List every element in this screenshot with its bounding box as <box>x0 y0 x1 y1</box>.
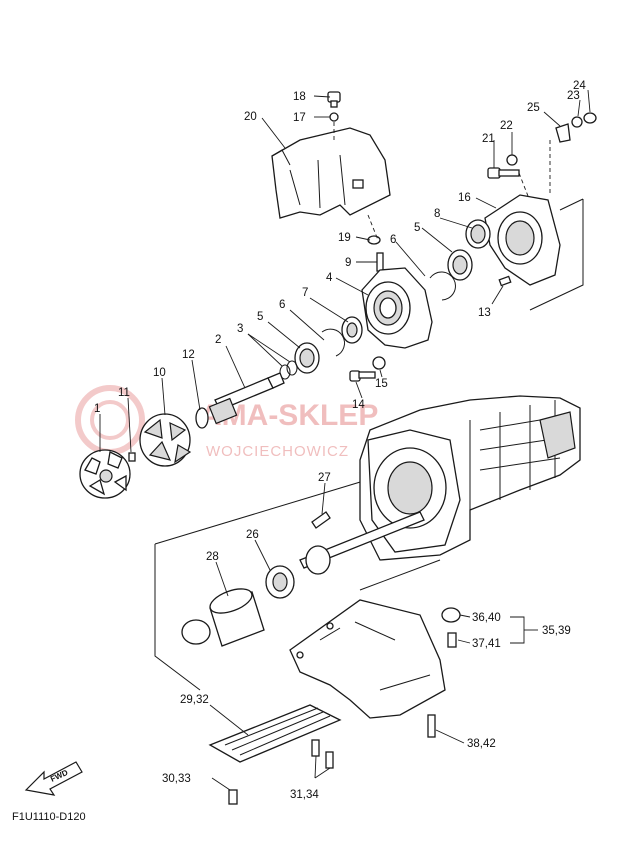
callout-5-upper: 5 <box>414 222 420 234</box>
part-13-pin <box>498 275 512 287</box>
part-6-circlip-upper <box>429 271 456 301</box>
callout-25: 25 <box>527 102 540 114</box>
part-7-seal <box>341 316 363 344</box>
part-26-sleeve <box>265 565 295 599</box>
callout-14: 14 <box>352 399 365 411</box>
callout-29-32: 29,32 <box>180 694 209 706</box>
part-1-damper <box>79 449 131 499</box>
assembly-line-21 <box>518 172 529 197</box>
callout-16: 16 <box>458 192 471 204</box>
callout-13: 13 <box>478 307 491 319</box>
part-5-bearing-lower <box>294 342 320 374</box>
watermark-line2: WOJCIECHOWICZ <box>206 443 349 460</box>
diagram-code: F1U1110-D120 <box>12 811 86 823</box>
part-36-40-washer <box>441 607 461 623</box>
part-25-bracket <box>555 123 571 143</box>
callout-labels: 18 17 20 19 9 4 6 5 8 16 21 22 25 23 24 … <box>94 80 586 801</box>
part-37-41-bolt <box>447 632 457 648</box>
part-16-front-housing <box>484 194 561 286</box>
part-6-circlip-lower <box>321 328 345 357</box>
part-23-washer <box>571 116 583 128</box>
part-15-washer <box>372 356 386 370</box>
callout-3: 3 <box>237 323 243 335</box>
part-30-33-screw <box>228 789 238 805</box>
part-10-coupler-flange <box>139 413 192 467</box>
callout-28: 28 <box>206 551 219 563</box>
part-28-hose <box>209 588 265 647</box>
callout-38-42: 38,42 <box>467 738 496 750</box>
callout-12: 12 <box>182 349 195 361</box>
ride-plate-bracket <box>289 599 446 719</box>
callout-26: 26 <box>246 529 259 541</box>
upper-assembly-outline <box>529 198 584 311</box>
callout-9: 9 <box>345 257 351 269</box>
callout-37-41: 37,41 <box>472 638 501 650</box>
callout-36-40: 36,40 <box>472 612 501 624</box>
part-9-pin <box>376 252 384 272</box>
callout-5-lower: 5 <box>257 311 263 323</box>
part-29-32-grate <box>208 704 342 763</box>
part-14-bolt <box>349 370 376 382</box>
part-31-34-screws <box>311 739 334 769</box>
part-12-seal <box>195 407 209 429</box>
hose-clamp-upper <box>305 545 331 575</box>
part-24-nut <box>583 112 597 124</box>
callout-6-lower: 6 <box>279 299 285 311</box>
callout-17: 17 <box>293 112 306 124</box>
part-11-pin <box>128 452 136 462</box>
callout-27: 27 <box>318 472 331 484</box>
callout-6-upper: 6 <box>390 234 396 246</box>
callout-21: 21 <box>482 133 495 145</box>
fwd-arrow-icon: FWD <box>24 761 83 796</box>
callout-8: 8 <box>434 208 440 220</box>
callout-18: 18 <box>293 91 306 103</box>
part-20-cover <box>271 127 391 219</box>
part-18-bolt <box>327 91 341 108</box>
part-38-42-bolt <box>427 714 436 738</box>
watermark-logo-circle <box>75 385 145 455</box>
callout-7: 7 <box>302 287 308 299</box>
callout-30-33: 30,33 <box>162 773 191 785</box>
callout-15: 15 <box>375 378 388 390</box>
pump-housing-main <box>359 395 581 561</box>
part-3-o-rings <box>279 360 298 380</box>
callout-20: 20 <box>244 111 257 123</box>
part-27-screw <box>311 511 331 529</box>
callout-19: 19 <box>338 232 351 244</box>
callout-35-39: 35,39 <box>542 625 571 637</box>
part-2-shaft <box>208 372 285 425</box>
part-8-bearing <box>465 219 491 249</box>
callout-1: 1 <box>94 403 100 415</box>
part-5-bearing-upper <box>447 249 473 281</box>
part-21-bolt <box>487 167 520 179</box>
assembly-line-19 <box>367 214 379 241</box>
part-22-washer <box>506 154 518 166</box>
leader-lines <box>99 89 591 791</box>
part-4-housing <box>361 267 433 349</box>
watermark-logo-ring <box>90 400 130 440</box>
callout-24: 24 <box>573 80 586 92</box>
callout-11: 11 <box>118 387 130 399</box>
callout-22: 22 <box>500 120 513 132</box>
part-17-washer <box>329 112 339 122</box>
callout-23: 23 <box>567 90 580 102</box>
callout-31-34: 31,34 <box>290 789 319 801</box>
callout-10: 10 <box>153 367 166 379</box>
callout-4: 4 <box>326 272 333 284</box>
callout-2: 2 <box>215 334 221 346</box>
hose-clamp-lower <box>181 619 211 645</box>
lower-assembly-outline <box>154 469 441 691</box>
drive-shaft <box>299 511 425 569</box>
